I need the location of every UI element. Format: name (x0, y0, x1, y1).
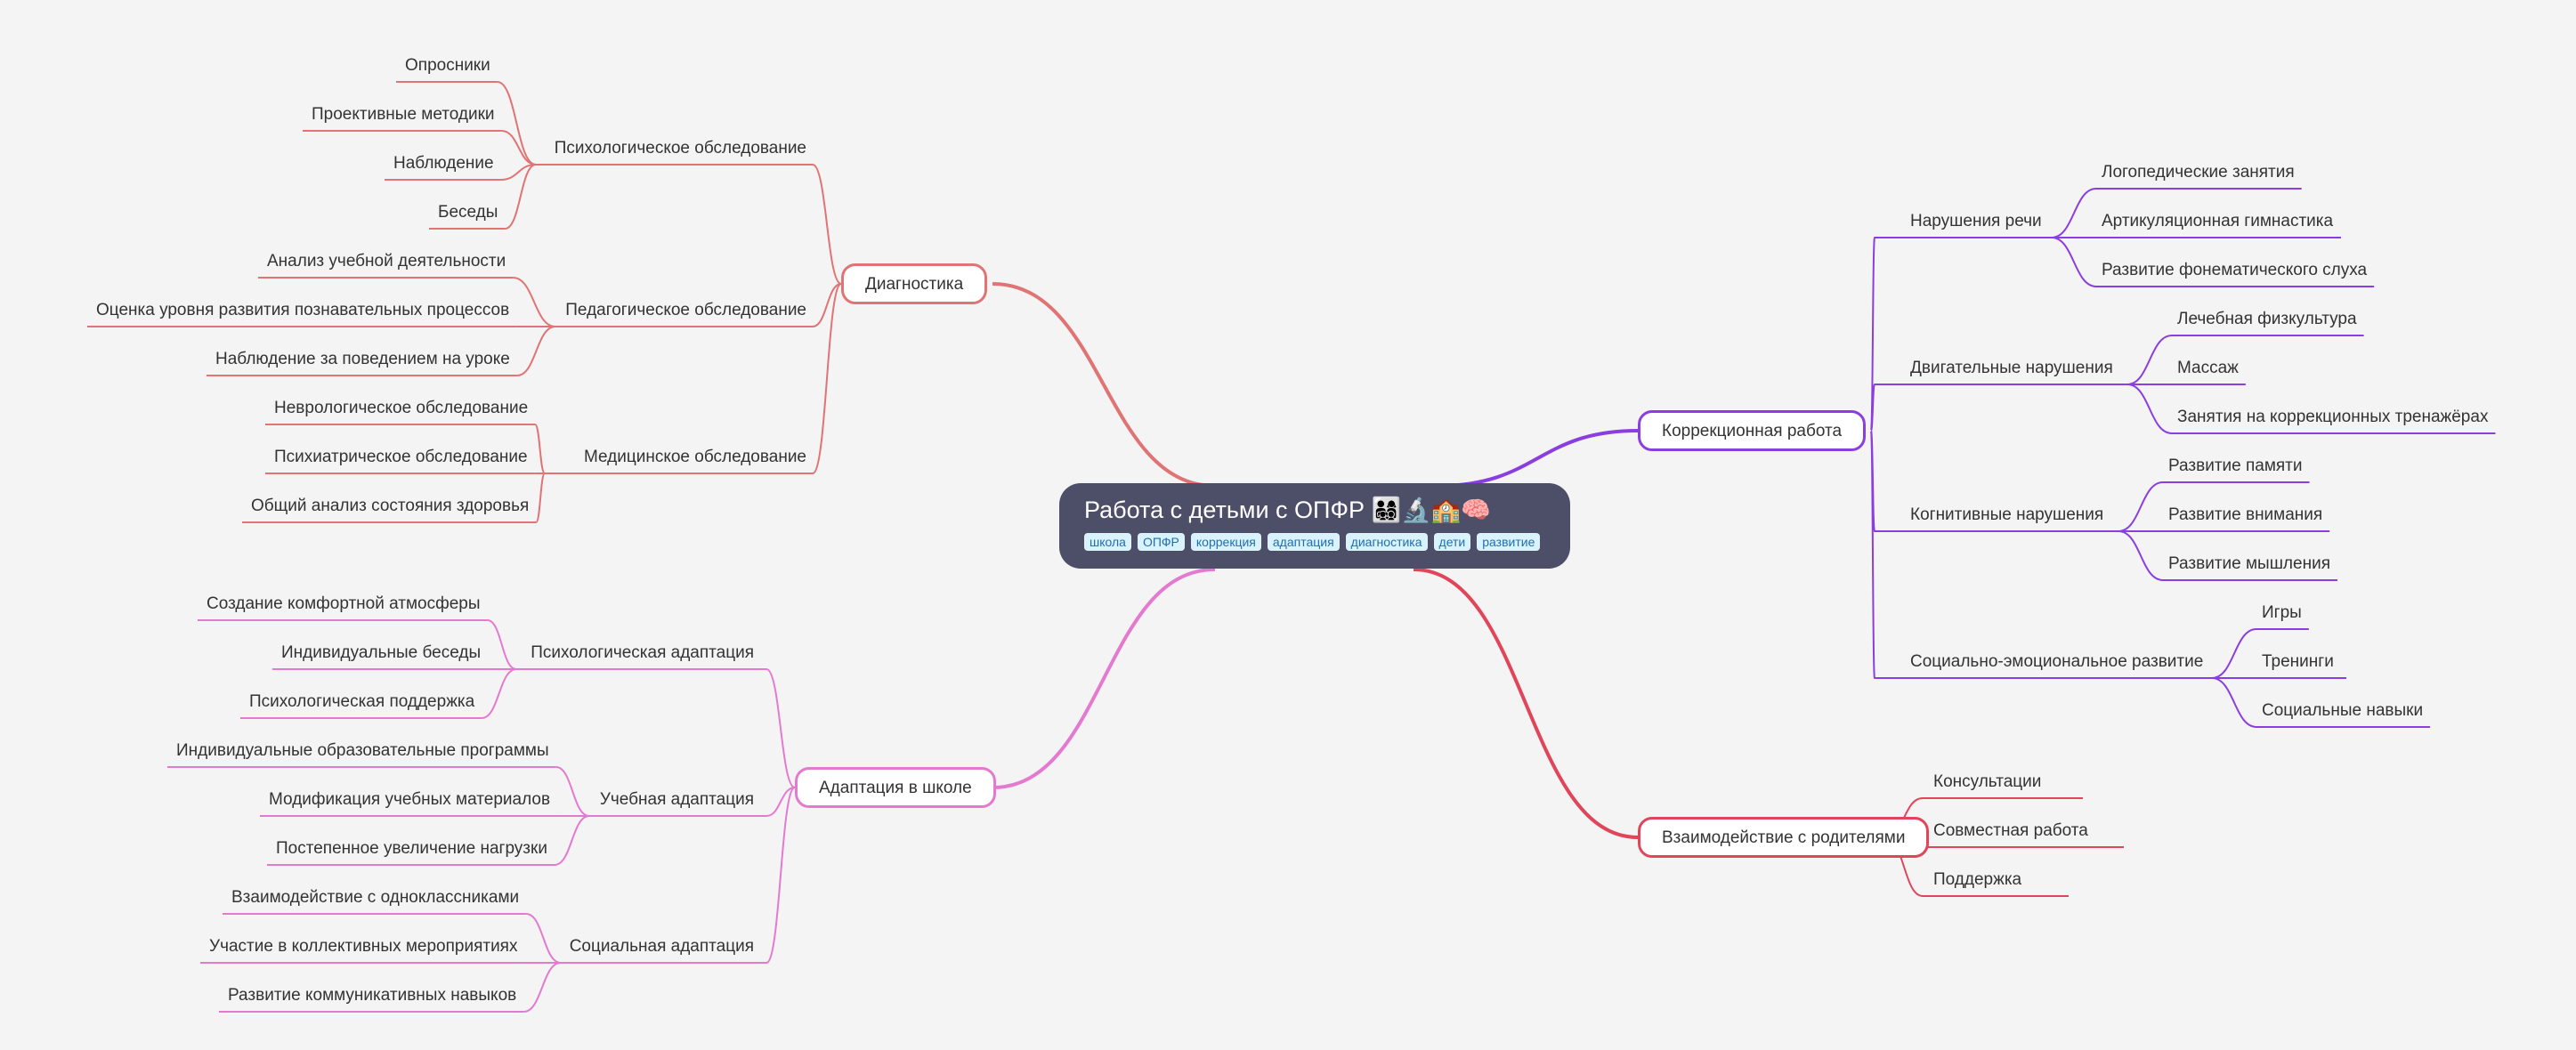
leaf-connector (2051, 188, 2097, 238)
leaf-connector (513, 277, 556, 327)
group-connector (812, 283, 842, 327)
leaf-connector (534, 424, 546, 474)
group-label[interactable]: Когнитивные нарушения (1910, 505, 2104, 524)
leaf-label[interactable]: Занятия на коррекционных тренажёрах (2177, 408, 2489, 426)
group-label[interactable]: Учебная адаптация (599, 790, 754, 809)
leaf-label[interactable]: Анализ учебной деятельности (267, 252, 506, 271)
group-label[interactable]: Социальная адаптация (569, 937, 754, 956)
leaf-label[interactable]: Постепенное увеличение нагрузки (276, 839, 547, 858)
root-title: Работа с детьми с ОПФР 👨‍👩‍👧‍👦🔬🏫🧠 (1084, 497, 1491, 523)
group-label[interactable]: Социально-эмоциональное развитие (1910, 652, 2204, 671)
leaf-connector (487, 619, 517, 670)
leaf-connector (2126, 384, 2173, 434)
leaf-label[interactable]: Общий анализ состояния здоровья (251, 497, 530, 515)
leaf-label[interactable]: Совместная работа (1933, 821, 2088, 840)
group-label[interactable]: Нарушения речи (1910, 212, 2042, 230)
leaf-label[interactable]: Взаимодействие с одноклассниками (231, 888, 520, 907)
group-connector (812, 164, 842, 285)
leaf-label[interactable]: Развитие памяти (2168, 456, 2303, 475)
group-connector (766, 787, 796, 817)
leaf-label[interactable]: Артикуляционная гимнастика (2102, 212, 2334, 230)
tag-diagnostika[interactable]: диагностика (1345, 533, 1428, 551)
tag-korrektsiya[interactable]: коррекция (1190, 533, 1261, 551)
leaf-label[interactable]: Неврологическое обследование (274, 399, 529, 417)
leaf-connector (505, 164, 537, 230)
leaf-label[interactable]: Лечебная физкультура (2177, 310, 2357, 328)
tag-razvitie[interactable]: развитие (1477, 533, 1541, 551)
group-connector (766, 787, 796, 964)
branch-connector (992, 282, 1216, 488)
group-label[interactable]: Педагогическое обследование (565, 301, 806, 319)
branch-node[interactable]: Адаптация в школе (795, 767, 996, 808)
leaf-connector (481, 668, 517, 719)
branch-connector (1413, 568, 1639, 839)
leaf-label[interactable]: Наблюдение за поведением на уроке (215, 350, 510, 368)
leaf-label[interactable]: Развитие внимания (2168, 505, 2323, 524)
leaf-connector (2118, 481, 2164, 532)
leaf-label[interactable]: Тренинги (2262, 652, 2334, 671)
leaf-connector (535, 472, 546, 523)
leaf-connector (525, 913, 562, 964)
branch-connector (1437, 429, 1639, 488)
leaf-connector (516, 326, 556, 376)
branch-node[interactable]: Взаимодействие с родителями (1638, 817, 1930, 858)
group-connector (1870, 384, 1875, 432)
tag-deti[interactable]: дети (1433, 533, 1471, 551)
tag-adaptatsiya[interactable]: адаптация (1267, 533, 1340, 551)
group-label[interactable]: Медицинское обследование (583, 448, 806, 466)
leaf-connector (555, 766, 590, 817)
leaf-connector (2126, 335, 2173, 385)
group-connector (766, 668, 796, 788)
leaf-label[interactable]: Логопедические занятия (2102, 163, 2295, 182)
leaf-label[interactable]: Оценка уровня развития познавательных пр… (96, 301, 510, 319)
leaf-connector (554, 815, 590, 866)
leaf-label[interactable]: Развитие коммуникативных навыков (228, 986, 517, 1005)
leaf-label[interactable]: Создание комфортной атмосферы (207, 594, 481, 613)
leaf-label[interactable]: Игры (2262, 603, 2302, 622)
leaf-label[interactable]: Модификация учебных материалов (269, 790, 551, 809)
branch-node[interactable]: Коррекционная работа (1638, 410, 1867, 451)
leaf-connector (500, 164, 537, 181)
leaf-label[interactable]: Массаж (2177, 359, 2239, 377)
group-connector (812, 283, 842, 474)
tag-opfr[interactable]: ОПФР (1137, 533, 1185, 551)
leaf-label[interactable]: Развитие фонематического слуха (2102, 261, 2368, 279)
leaf-connector (2211, 628, 2257, 679)
leaf-label[interactable]: Консультации (1933, 772, 2042, 791)
group-label[interactable]: Психологическое обследование (554, 139, 806, 158)
leaf-label[interactable]: Наблюдение (393, 154, 494, 173)
leaf-label[interactable]: Участие в коллективных мероприятиях (209, 937, 518, 956)
leaf-connector (501, 130, 537, 166)
leaf-label[interactable]: Опросники (405, 56, 490, 75)
leaf-label[interactable]: Индивидуальные образовательные программы (176, 741, 549, 760)
group-label[interactable]: Двигательные нарушения (1910, 359, 2113, 377)
leaf-connector (2051, 237, 2097, 287)
root-node[interactable]: Работа с детьми с ОПФР 👨‍👩‍👧‍👦🔬🏫🧠 школа … (1059, 483, 1570, 569)
leaf-label[interactable]: Социальные навыки (2262, 701, 2424, 720)
leaf-label[interactable]: Развитие мышления (2168, 554, 2330, 573)
group-connector (1870, 430, 1875, 679)
leaf-label[interactable]: Беседы (438, 203, 498, 222)
leaf-label[interactable]: Проективные методики (312, 105, 495, 124)
root-tags: школа ОПФР коррекция адаптация диагности… (1084, 533, 1545, 551)
leaf-connector (2211, 677, 2257, 728)
leaf-label[interactable]: Поддержка (1933, 870, 2022, 889)
leaf-label[interactable]: Индивидуальные беседы (281, 643, 482, 662)
leaf-connector (523, 962, 562, 1013)
leaf-label[interactable]: Психологическая поддержка (249, 692, 475, 711)
branch-node[interactable]: Диагностика (841, 263, 988, 304)
leaf-label[interactable]: Психиатрическое обследование (274, 448, 528, 466)
branch-connector (992, 568, 1216, 789)
leaf-connector (497, 81, 537, 166)
leaf-connector (2118, 530, 2164, 581)
tag-shkola[interactable]: школа (1084, 533, 1131, 551)
group-label[interactable]: Психологическая адаптация (531, 643, 754, 662)
